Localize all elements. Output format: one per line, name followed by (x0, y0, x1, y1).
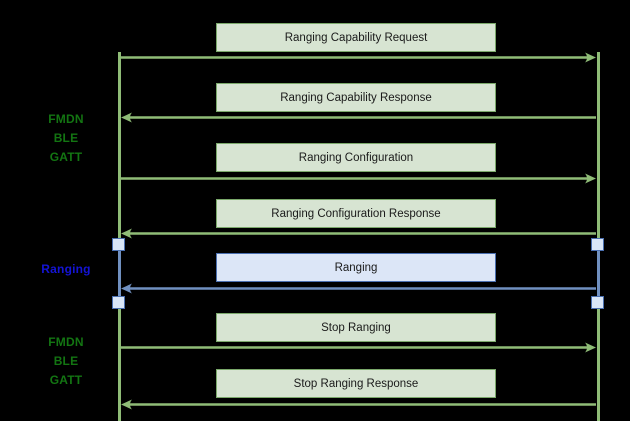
left-activation-box-top (112, 238, 125, 251)
right-ranging-segment (597, 246, 600, 298)
right-activation-box-bottom (591, 296, 604, 309)
message-arrow-2 (121, 173, 596, 184)
message-box-5: Stop Ranging (216, 313, 496, 342)
right-activation-box-top (591, 238, 604, 251)
message-box-0: Ranging Capability Request (216, 23, 496, 52)
phase-label-1: Ranging (41, 262, 91, 276)
message-box-4: Ranging (216, 253, 496, 282)
message-label-0: Ranging Capability Request (284, 31, 428, 44)
message-label-4: Ranging (334, 261, 378, 274)
message-label-6: Stop Ranging Response (293, 377, 419, 390)
message-arrow-6 (121, 399, 596, 410)
right-lifeline (597, 52, 600, 421)
message-label-3: Ranging Configuration Response (271, 207, 441, 220)
message-arrow-5 (121, 342, 596, 353)
message-label-1: Ranging Capability Response (280, 91, 432, 104)
message-arrow-0 (121, 52, 596, 63)
message-arrow-1 (121, 112, 596, 123)
message-box-3: Ranging Configuration Response (216, 199, 496, 228)
left-activation-box-bottom (112, 296, 125, 309)
message-box-6: Stop Ranging Response (216, 369, 496, 398)
phase-label-0: FMDN BLE GATT (48, 112, 84, 164)
message-box-2: Ranging Configuration (216, 143, 496, 172)
phase-label-2: FMDN BLE GATT (48, 335, 84, 387)
left-lifeline (118, 52, 121, 421)
message-arrow-3 (121, 228, 596, 239)
message-arrow-4 (121, 283, 596, 294)
message-label-2: Ranging Configuration (298, 151, 414, 164)
message-label-5: Stop Ranging (321, 321, 391, 334)
message-box-1: Ranging Capability Response (216, 83, 496, 112)
left-ranging-segment (118, 246, 121, 298)
